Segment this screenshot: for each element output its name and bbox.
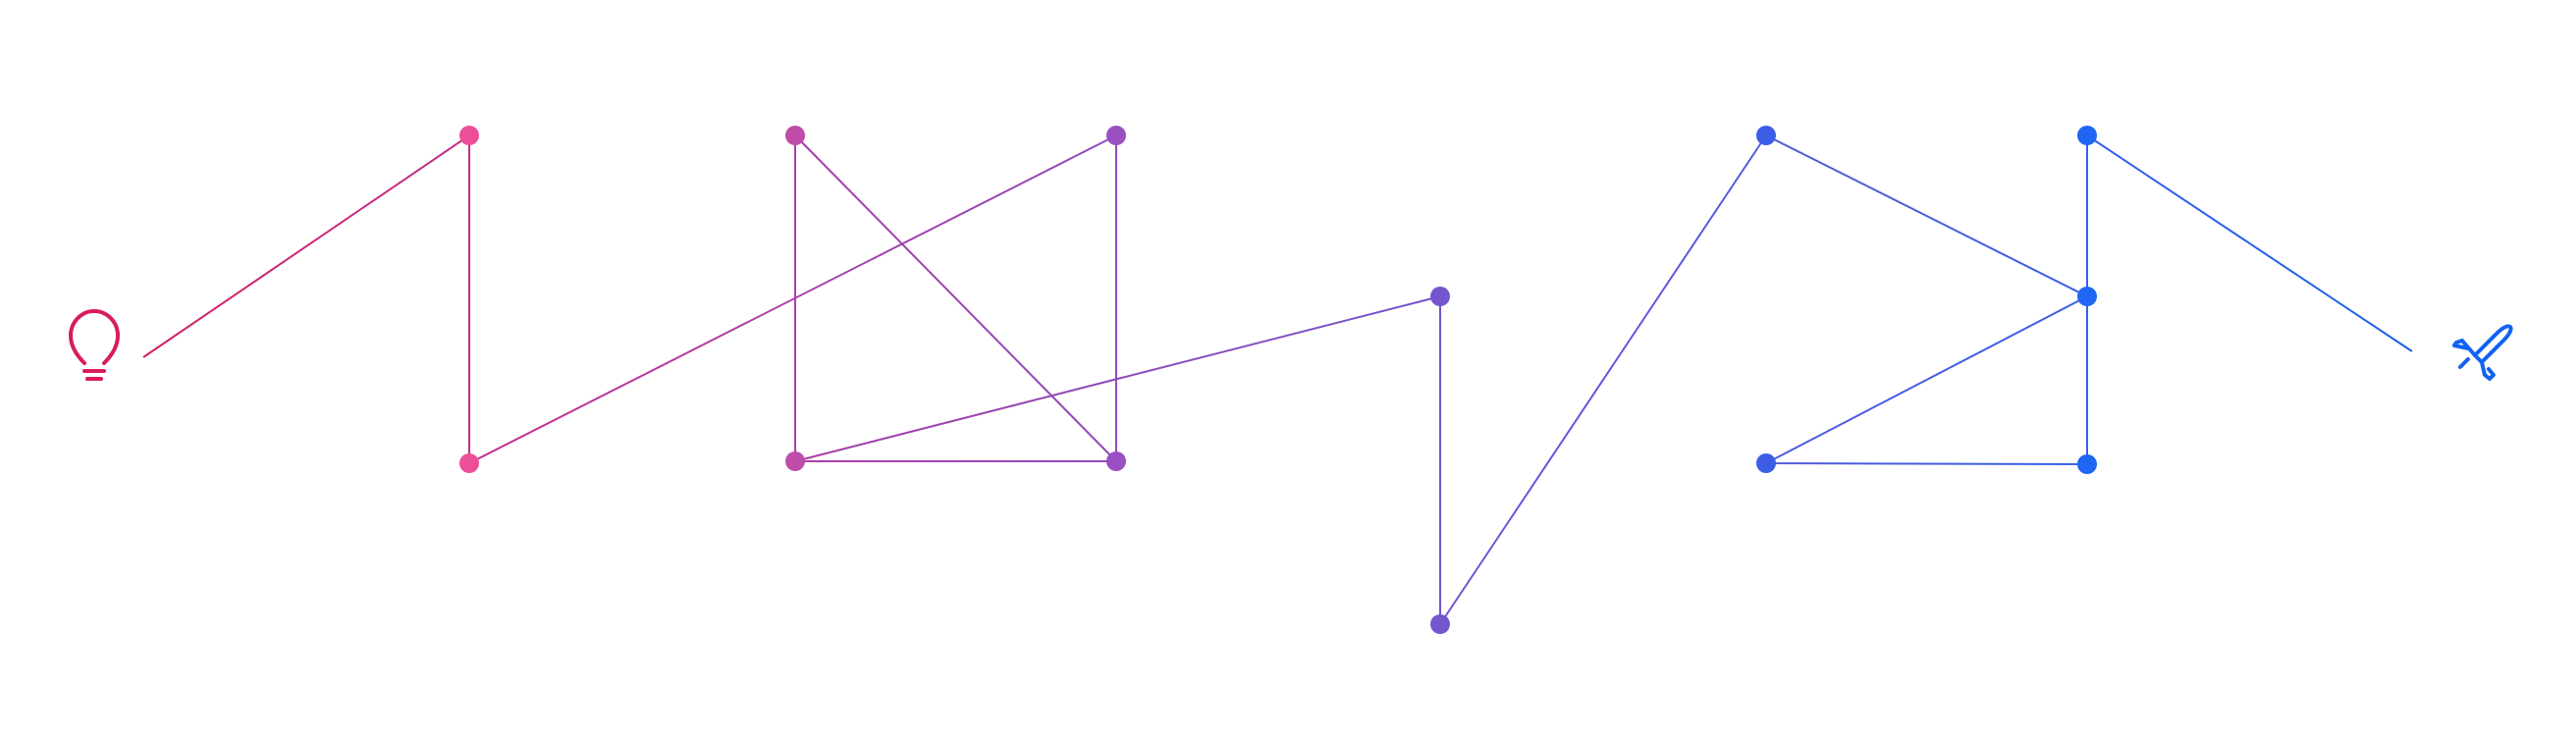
node-2 <box>459 453 479 473</box>
node-8 <box>1430 614 1450 634</box>
node-9 <box>1756 126 1776 145</box>
node-1 <box>459 126 479 145</box>
node-4 <box>785 451 805 471</box>
node-5 <box>1106 126 1126 145</box>
node-12 <box>1756 453 1776 473</box>
node-6 <box>1106 451 1126 471</box>
rocket-icon <box>2452 324 2513 381</box>
node-7 <box>1430 287 1450 306</box>
node-13 <box>2077 454 2097 474</box>
flow-path <box>142 134 2413 625</box>
node-11 <box>2077 287 2097 306</box>
node-3 <box>785 126 805 145</box>
node-10 <box>2077 126 2097 145</box>
lightbulb-icon <box>69 309 120 381</box>
